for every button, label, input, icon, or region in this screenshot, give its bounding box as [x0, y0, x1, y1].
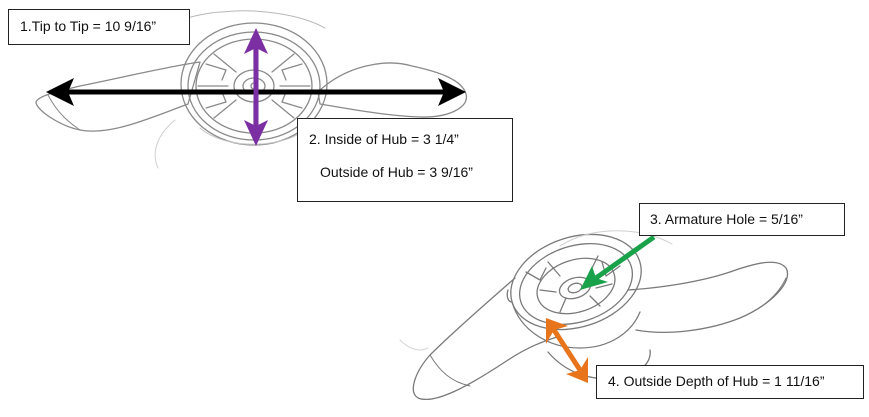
outside-hub-text: Outside of Hub = 3 9/16” — [320, 164, 473, 180]
hub-diameter-label: 2. Inside of Hub = 3 1/4” Outside of Hub… — [297, 118, 513, 202]
bottom-propeller — [399, 230, 789, 400]
outside-depth-label: 4. Outside Depth of Hub = 1 11/16” — [596, 365, 864, 399]
hub-depth-arrow — [546, 318, 588, 383]
hub-diameter-arrow — [244, 28, 268, 146]
tip-to-tip-text: 1.Tip to Tip = 10 9/16” — [20, 18, 157, 34]
armature-hole-text: 3. Armature Hole = 5/16” — [650, 211, 803, 227]
outside-depth-text: 4. Outside Depth of Hub = 1 11/16” — [608, 373, 825, 389]
inside-hub-text: 2. Inside of Hub = 3 1/4” — [309, 131, 459, 147]
armature-hole-arrow — [580, 234, 656, 290]
armature-hole-label: 3. Armature Hole = 5/16” — [639, 203, 845, 236]
tip-to-tip-label: 1.Tip to Tip = 10 9/16” — [8, 9, 190, 45]
